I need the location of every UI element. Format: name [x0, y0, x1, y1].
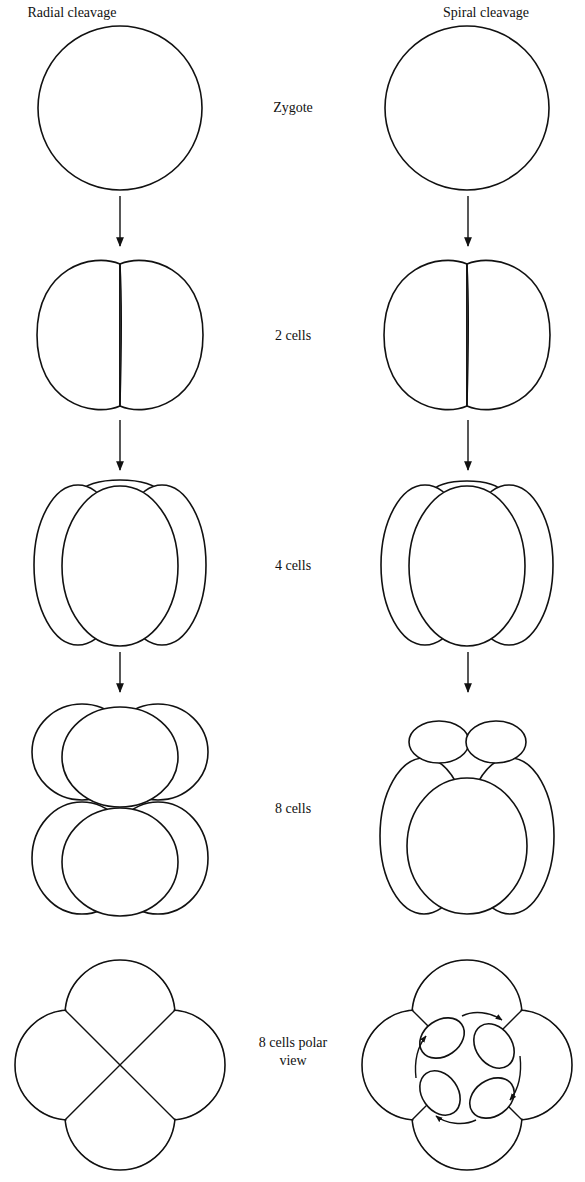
four-cell-embryo [381, 481, 553, 646]
stage-label: 8 cells [275, 800, 311, 818]
eight-cell-embryo [380, 721, 554, 914]
two-cell-embryo [384, 260, 550, 409]
zygote [385, 26, 549, 190]
four-cell-embryo [34, 480, 206, 646]
polar-view-embryo [15, 960, 225, 1170]
column-heading: Spiral cleavage [443, 4, 529, 22]
zygote [38, 26, 202, 190]
column-heading: Radial cleavage [27, 4, 116, 22]
stage-label: 8 cells polar view [256, 1034, 330, 1069]
stage-label: 2 cells [275, 327, 311, 345]
two-cell-embryo [37, 260, 203, 409]
eight-cell-embryo [32, 704, 208, 916]
stage-label: Zygote [273, 99, 313, 117]
stage-label: 4 cells [275, 557, 311, 575]
polar-view-embryo [362, 960, 572, 1170]
